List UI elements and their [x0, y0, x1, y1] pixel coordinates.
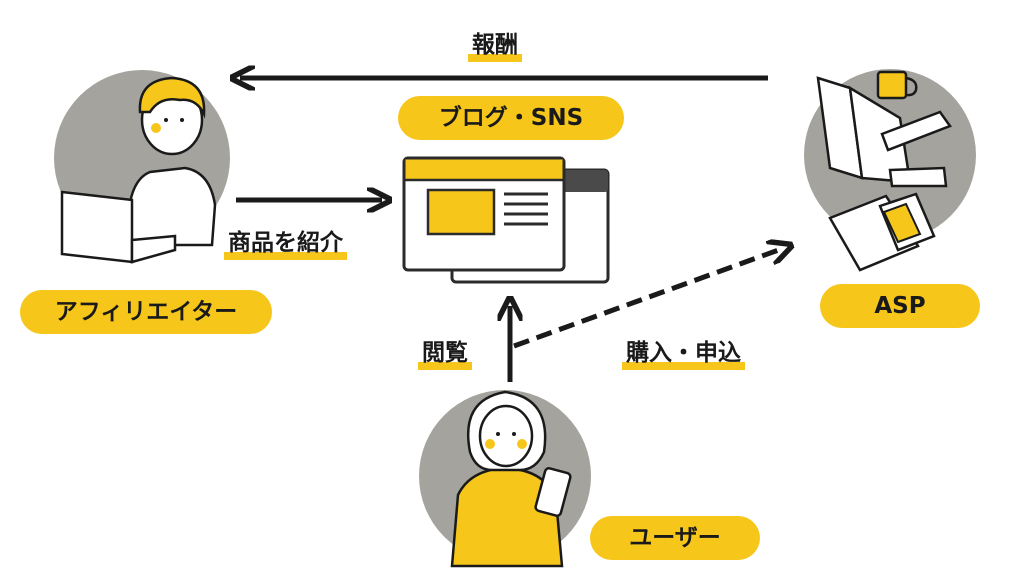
purchase-label: 購入・申込 — [622, 340, 745, 370]
asp-label: ASP — [820, 284, 980, 328]
browse-label: 閲覧 — [418, 340, 472, 370]
affiliator-label: アフィリエイター — [20, 290, 272, 334]
introduce-label: 商品を紹介 — [224, 230, 347, 260]
asp-illustration — [804, 69, 976, 272]
affiliator-illustration — [54, 70, 230, 264]
user-label: ユーザー — [590, 516, 760, 560]
blog-sns-label: ブログ・SNS — [398, 96, 624, 140]
reward-label: 報酬 — [468, 32, 522, 62]
user-illustration — [419, 390, 591, 568]
blog-window-illustration — [402, 156, 610, 284]
